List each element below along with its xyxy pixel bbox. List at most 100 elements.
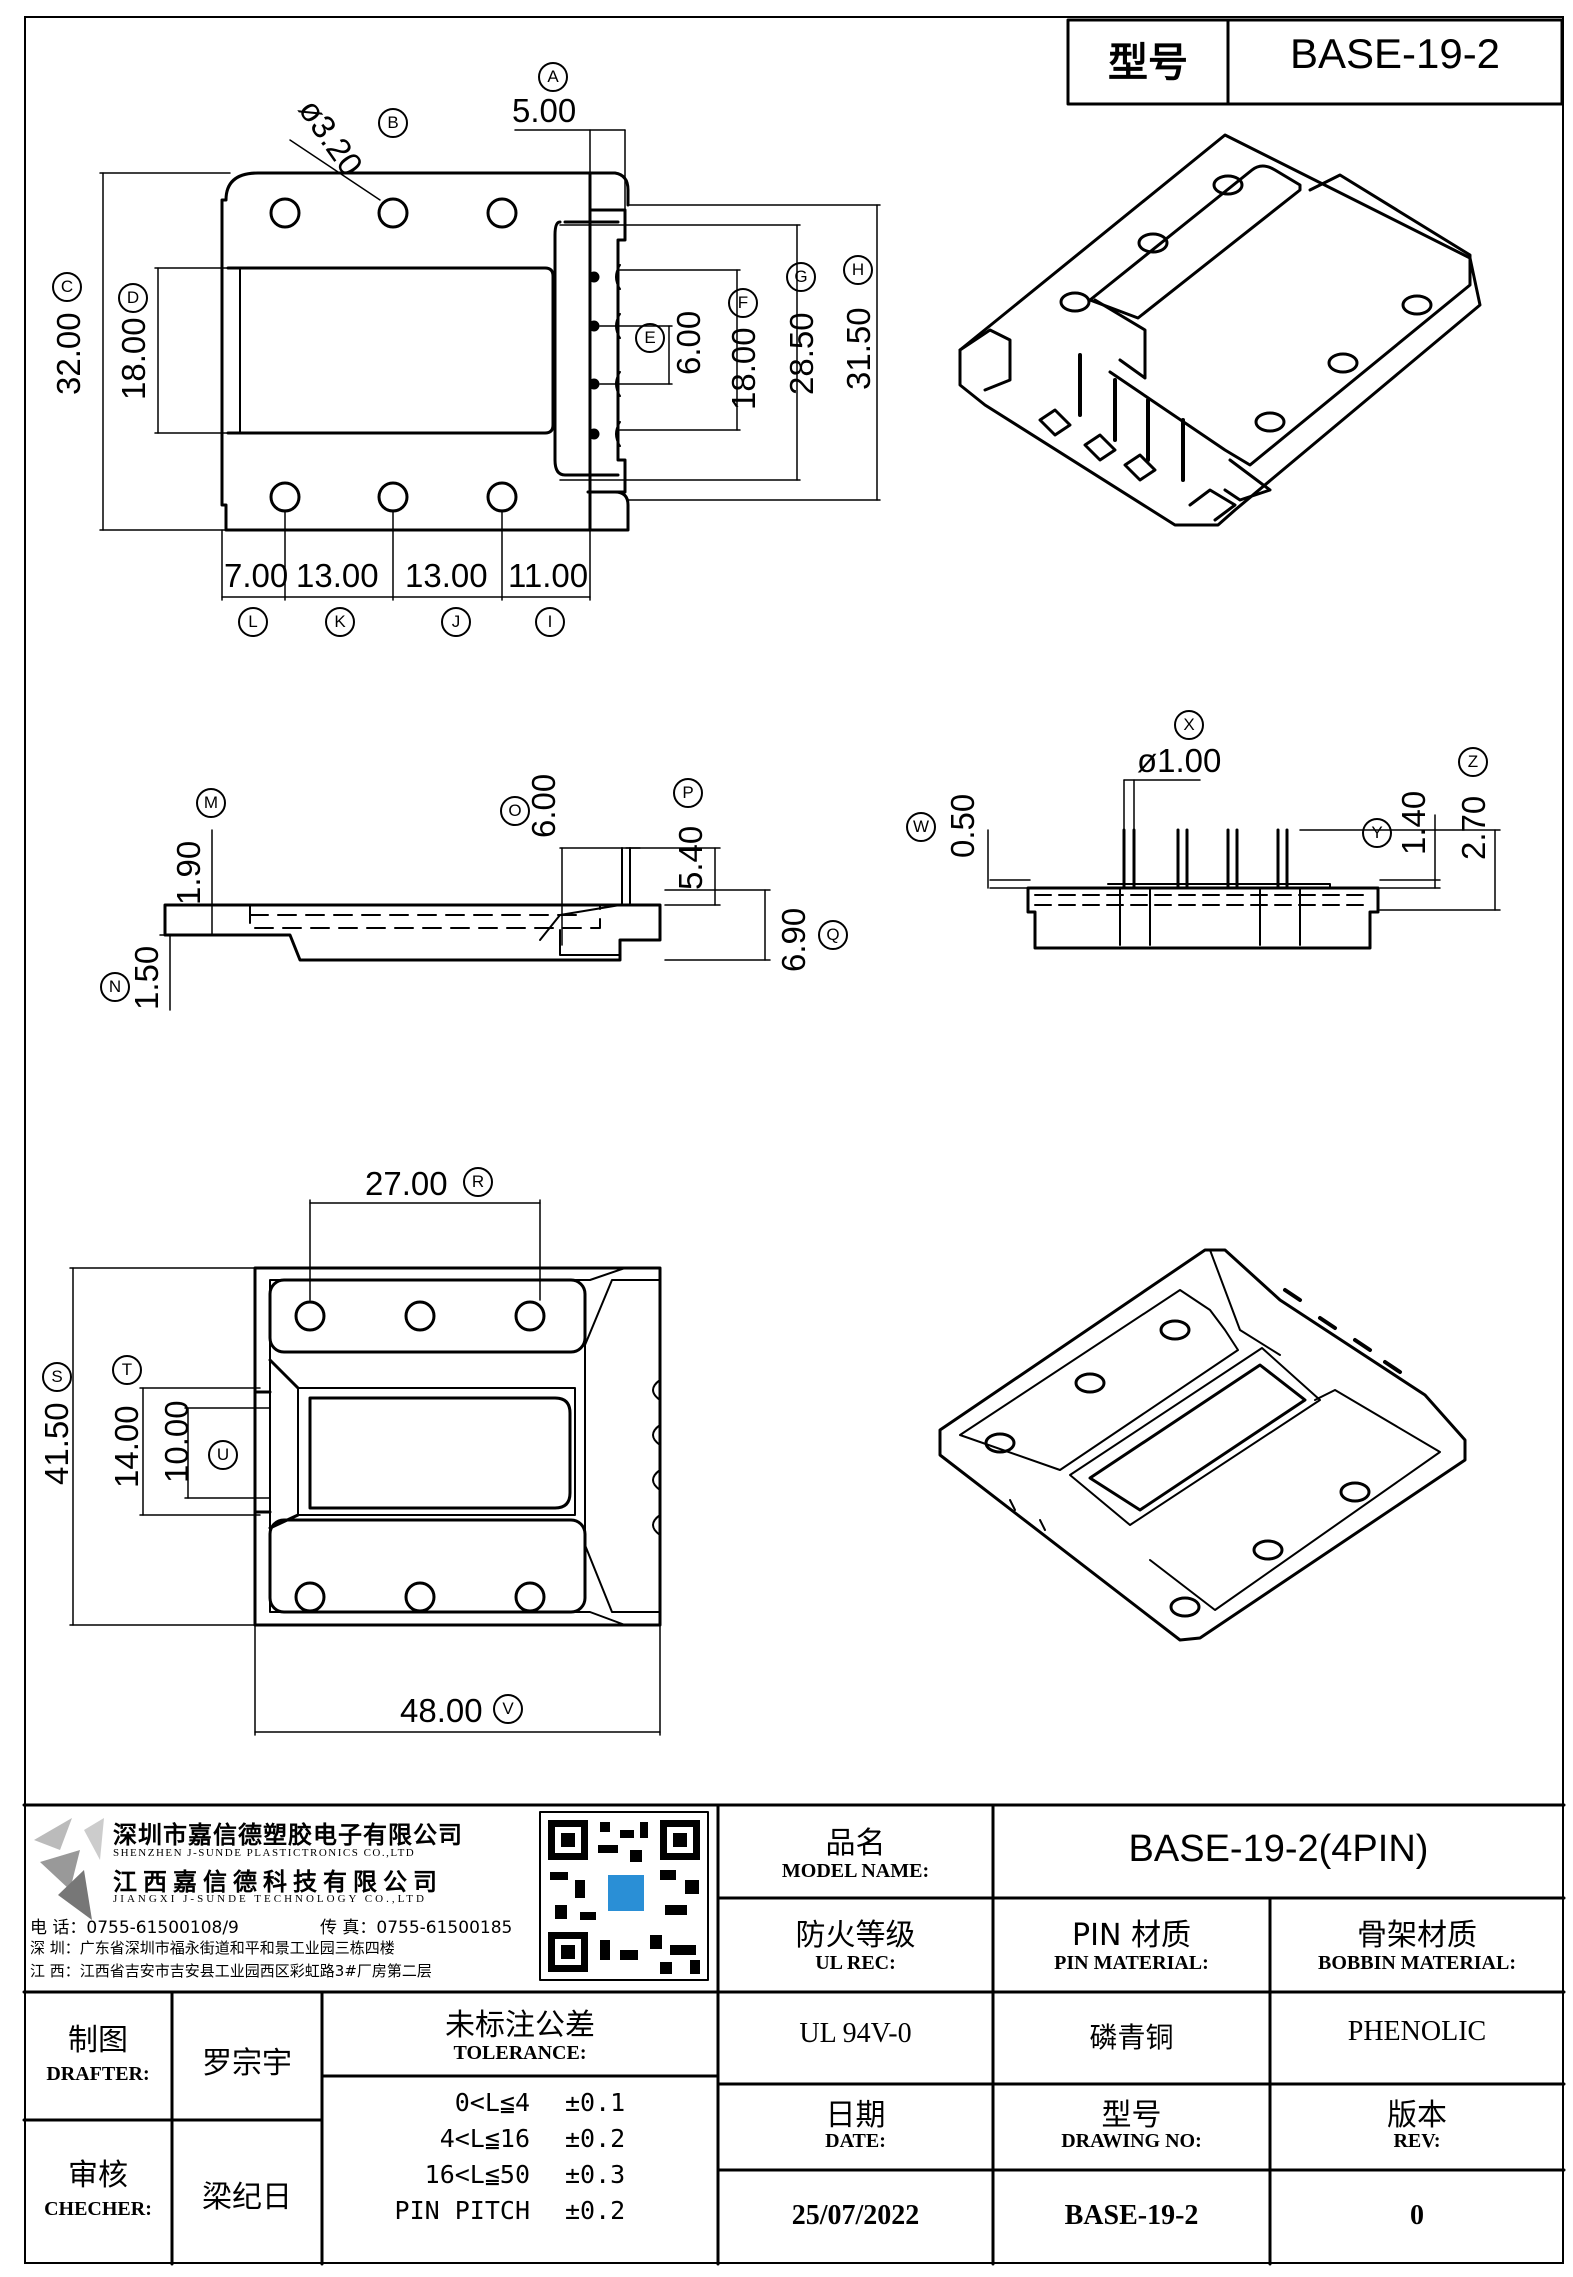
checker-en: CHECHER: — [44, 2198, 152, 2220]
callout-Z: Z — [1458, 747, 1488, 777]
callout-L: L — [238, 607, 268, 637]
drawing-no-cn: 型号 — [1101, 2098, 1162, 2133]
dim-R: 27.00 — [365, 1165, 448, 1202]
ul-rec-cn: 防火等级 — [795, 1918, 916, 1953]
dim-G: 28.50 — [783, 312, 820, 395]
dim-P: 5.40 — [672, 825, 709, 890]
callout-K: K — [325, 607, 355, 637]
model-name-en: MODEL NAME: — [781, 1860, 930, 1882]
bottom-view-dimension-lines — [69, 1199, 661, 1736]
dim-W: 0.50 — [944, 793, 981, 858]
tolerance-en: TOLERANCE: — [453, 2042, 587, 2064]
company-name-cn-2: 江西嘉信德科技有限公司 — [113, 1868, 443, 1896]
dim-J: 13.00 — [405, 557, 488, 594]
callout-V: V — [493, 1694, 523, 1724]
date-en: DATE: — [825, 2130, 886, 2152]
dim-A: 5.00 — [512, 92, 577, 129]
ul-rec-value: UL 94V-0 — [799, 2018, 912, 2049]
callout-R: R — [463, 1167, 493, 1197]
company-name-en-1: SHENZHEN J-SUNDE PLASTICTRONICS CO.,LTD — [113, 1847, 416, 1859]
tolerance-value-3: ±0.3 — [565, 2160, 626, 2189]
company-address-shenzhen: 深 圳：广东省深圳市福永街道和平和景工业园三栋四楼 — [30, 1939, 395, 1957]
dim-L: 7.00 — [224, 557, 289, 594]
dim-M: 1.90 — [170, 840, 207, 905]
dim-T: 14.00 — [108, 1405, 145, 1488]
header-box — [1066, 18, 1564, 106]
callout-U: U — [208, 1440, 238, 1470]
iso-view-bottom — [938, 1248, 1467, 1642]
dim-X: ø1.00 — [1137, 742, 1222, 779]
callout-C: C — [52, 272, 82, 302]
drafter-en: DRAFTER: — [46, 2063, 150, 2085]
dim-N: 1.50 — [128, 945, 165, 1010]
dim-Y: 1.40 — [1395, 790, 1432, 855]
callout-P: P — [673, 778, 703, 808]
callout-J: J — [441, 607, 471, 637]
dim-C: 32.00 — [50, 312, 87, 395]
bobbin-material-en: BOBBIN MATERIAL: — [1318, 1952, 1516, 1974]
date-cn: 日期 — [825, 2098, 886, 2133]
drafter-cn: 制图 — [68, 2023, 128, 2058]
pin-material-value: 磷青铜 — [1089, 2021, 1174, 2054]
checker-value: 梁纪日 — [202, 2180, 292, 2215]
drawing-no-value: BASE-19-2 — [1064, 2200, 1199, 2231]
title-block-grid — [22, 1803, 1566, 2266]
dim-I: 11.00 — [508, 557, 589, 594]
checker-cn: 审核 — [68, 2158, 128, 2193]
tolerance-range-2: 4<L≦16 — [439, 2124, 530, 2153]
ul-rec-en: UL REC: — [815, 1952, 896, 1974]
model-name-cn: 品名 — [825, 1826, 886, 1861]
pin-material-en: PIN MATERIAL: — [1054, 1952, 1209, 1974]
callout-G: G — [786, 262, 816, 292]
callout-S: S — [42, 1362, 72, 1392]
dim-O: 6.00 — [525, 773, 562, 838]
bobbin-material-cn: 骨架材质 — [1357, 1918, 1477, 1953]
callout-M: M — [196, 788, 226, 818]
tolerance-cn: 未标注公差 — [445, 2008, 595, 2043]
bobbin-material-value: PHENOLIC — [1347, 2016, 1487, 2047]
bottom-view — [253, 1266, 662, 1627]
end-view-dimension-lines — [987, 779, 1501, 911]
dim-D: 18.00 — [115, 317, 152, 400]
callout-Y: Y — [1362, 818, 1392, 848]
end-view — [1026, 828, 1380, 950]
callout-X: X — [1174, 710, 1204, 740]
callout-F: F — [728, 288, 758, 318]
callout-N: N — [100, 972, 130, 1002]
callout-E: E — [635, 323, 665, 353]
top-view-outline — [220, 171, 630, 532]
dim-K: 13.00 — [296, 557, 379, 594]
callout-T: T — [112, 1355, 142, 1385]
company-logo — [34, 1818, 104, 1920]
dim-U: 10.00 — [158, 1400, 195, 1483]
company-name-cn-1: 深圳市嘉信德塑胶电子有限公司 — [113, 1821, 463, 1849]
side-view — [163, 847, 662, 962]
side-view-dimension-lines — [159, 829, 771, 1011]
model-name-value: BASE-19-2(4PIN) — [1128, 1828, 1429, 1870]
company-name-en-2: JIANGXI J-SUNDE TECHNOLOGY CO.,LTD — [113, 1893, 427, 1905]
callout-O: O — [500, 796, 530, 826]
rev-value: 0 — [1410, 2200, 1424, 2231]
tolerance-range-3: 16<L≦50 — [424, 2160, 530, 2189]
rev-cn: 版本 — [1387, 2098, 1447, 2133]
tolerance-value-1: ±0.1 — [565, 2088, 626, 2117]
dim-S: 41.50 — [38, 1402, 75, 1485]
date-value: 25/07/2022 — [791, 2200, 920, 2231]
tolerance-value-2: ±0.2 — [565, 2124, 626, 2153]
dim-Z: 2.70 — [1455, 795, 1492, 860]
company-fax: 传 真：0755-61500185 — [320, 1918, 513, 1938]
drafter-value: 罗宗宇 — [202, 2046, 292, 2081]
callout-W: W — [906, 812, 936, 842]
callout-I: I — [535, 607, 565, 637]
callout-B: B — [378, 108, 408, 138]
top-view-dimension-lines — [99, 129, 881, 601]
header-model-label: 型号 — [1108, 40, 1188, 86]
callout-D: D — [118, 283, 148, 313]
qr-code — [539, 1811, 709, 1981]
pin-material-cn: PIN 材质 — [1072, 1918, 1191, 1953]
dim-F: 18.00 — [725, 327, 762, 410]
rev-en: REV: — [1393, 2130, 1441, 2152]
dim-H: 31.50 — [840, 307, 877, 390]
dim-V: 48.00 — [400, 1692, 483, 1729]
